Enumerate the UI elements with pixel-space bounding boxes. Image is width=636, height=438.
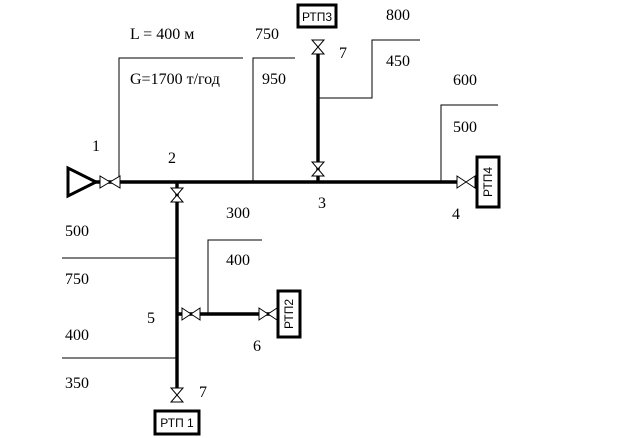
section-value-800: 800 [386, 7, 410, 24]
section-leader-5 [207, 239, 262, 314]
rtp1-box [153, 409, 201, 436]
node-label-5: 5 [147, 310, 155, 327]
section-value-600: 600 [453, 72, 477, 89]
section-value-450: 450 [386, 53, 410, 70]
valve-3 [310, 161, 326, 177]
section-leader-1 [118, 57, 243, 182]
section-value-400-left: 400 [65, 327, 89, 344]
section-value-300: 300 [226, 205, 250, 222]
node-label-3: 3 [318, 195, 326, 212]
rtp3-box [296, 3, 338, 29]
valve-rtp3 [310, 39, 326, 55]
node-label-7-top: 7 [339, 45, 347, 62]
length-param: L = 400 м [130, 26, 194, 43]
section-value-750-top: 750 [255, 26, 279, 43]
rtp1-label: РТП 1 [160, 416, 194, 430]
section-value-750-left: 750 [65, 271, 89, 288]
section-value-500-right: 500 [453, 119, 477, 136]
valve-4 [456, 175, 476, 189]
rtp4-box [475, 155, 501, 209]
rtp2-label: РТП2 [282, 299, 296, 329]
node-label-4: 4 [452, 206, 460, 223]
rtp4-label: РТП4 [481, 167, 495, 197]
valve-2 [169, 187, 185, 203]
section-value-950: 950 [262, 71, 286, 88]
section-value-350: 350 [65, 375, 89, 392]
valve-5 [181, 307, 201, 321]
valve-1 [99, 175, 121, 189]
node-label-6: 6 [253, 338, 261, 355]
section-value-500-left: 500 [65, 223, 89, 240]
node-label-7-bottom: 7 [199, 384, 207, 401]
section-leader-3 [318, 39, 420, 99]
flow-param: G=1700 т/год [130, 71, 220, 88]
section-leader-4 [440, 104, 498, 182]
section-leader-2 [252, 57, 295, 182]
rtp3-label: РТП3 [302, 10, 332, 24]
source-triangle [66, 165, 100, 199]
section-value-400-branch: 400 [226, 252, 250, 269]
valve-6 [258, 307, 278, 321]
node-label-1: 1 [92, 138, 100, 155]
rtp2-box [276, 289, 302, 339]
valve-rtp1 [169, 387, 185, 403]
node-label-2: 2 [168, 150, 176, 167]
